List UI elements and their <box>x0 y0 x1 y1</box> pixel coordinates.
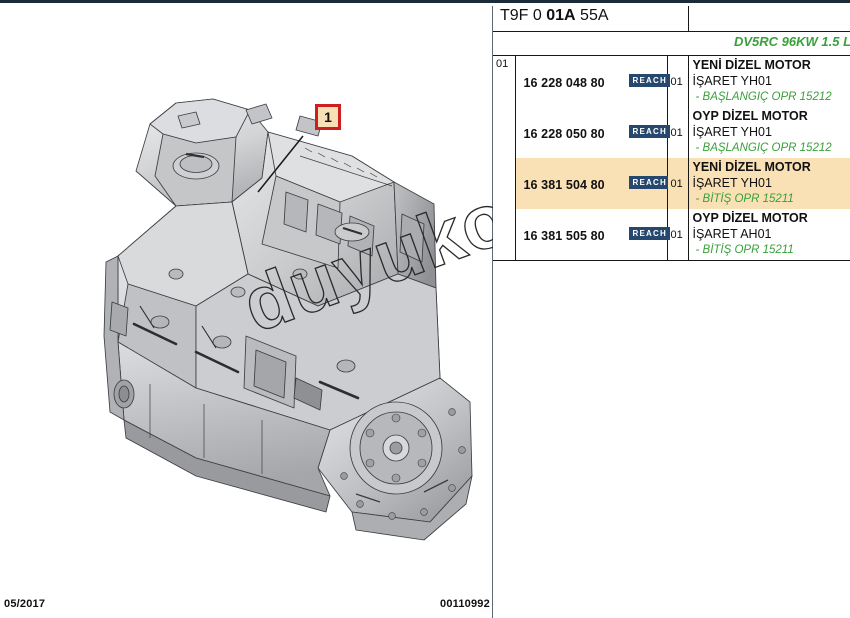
callout-leader-line <box>257 135 304 193</box>
part-note: - BİTİŞ OPR 15211 <box>695 244 794 256</box>
reach-badge: REACH <box>628 176 670 189</box>
part-mark: İŞARET YH01 <box>692 125 772 139</box>
part-reference: 16 228 048 80 <box>523 76 605 90</box>
reference-column: 16 228 048 80 REACH 16 228 050 80 REACH … <box>514 55 670 261</box>
reference-prefix: T9F 0 <box>500 7 547 24</box>
reference-bold: 01A <box>546 7 576 24</box>
engine-designation: DV5RC 96KW 1.5 LT <box>493 31 850 56</box>
callout-marker-1: 1 <box>315 104 341 130</box>
part-reference: 16 381 505 80 <box>523 229 605 243</box>
reference-header-blank-cell <box>687 6 850 32</box>
quantity-value: 01 <box>670 178 683 190</box>
part-mark: İŞARET YH01 <box>692 176 772 190</box>
part-reference: 16 228 050 80 <box>523 127 605 141</box>
reach-badge: REACH <box>628 227 670 240</box>
quantity-value: 01 <box>670 76 683 88</box>
parts-table-pane: T9F 0 01A 55A DV5RC 96KW 1.5 LT 01 16 22… <box>493 6 850 261</box>
part-title: OYP DİZEL MOTOR <box>692 211 808 225</box>
quantity-row: 01 <box>668 107 688 158</box>
table-row[interactable]: 16 381 504 80 REACH <box>515 158 670 209</box>
reference-suffix: 55A <box>575 7 609 24</box>
part-note: - BİTİŞ OPR 15211 <box>695 193 794 205</box>
description-row: OYP DİZEL MOTOR İŞARET YH01 - BAŞLANGIÇ … <box>689 107 850 158</box>
quantity-value: 01 <box>670 229 683 241</box>
table-row[interactable]: 16 228 050 80 REACH <box>516 107 670 158</box>
part-mark: İŞARET AH01 <box>692 227 772 241</box>
pane-divider <box>492 6 493 618</box>
parts-table: T9F 0 01A 55A DV5RC 96KW 1.5 LT 01 16 22… <box>493 6 850 261</box>
table-row[interactable]: 16 381 505 80 REACH <box>516 209 670 260</box>
engine-illustration: 1 duyukoto.com <box>0 6 761 578</box>
description-row: YENİ DİZEL MOTOR İŞARET YH01 - BAŞLANGIÇ… <box>689 56 850 107</box>
part-title: OYP DİZEL MOTOR <box>692 109 808 123</box>
part-reference: 16 381 504 80 <box>523 178 605 192</box>
quantity-row: 01 <box>667 158 688 209</box>
part-mark: İŞARET YH01 <box>692 74 772 88</box>
engine-drawing <box>103 98 473 541</box>
description-row: OYP DİZEL MOTOR İŞARET AH01 - BİTİŞ OPR … <box>689 209 850 260</box>
quantity-row: 01 <box>668 209 688 260</box>
parts-body-row: 01 16 228 048 80 REACH 16 228 050 80 REA… <box>493 55 850 261</box>
description-column: YENİ DİZEL MOTOR İŞARET YH01 - BAŞLANGIÇ… <box>687 55 850 261</box>
description-row: YENİ DİZEL MOTOR İŞARET YH01 - BİTİŞ OPR… <box>688 158 850 209</box>
table-header-reference-row: T9F 0 01A 55A <box>493 6 850 32</box>
part-note: - BAŞLANGIÇ OPR 15212 <box>695 142 832 154</box>
quantity-row: 01 <box>668 56 688 107</box>
part-title: YENİ DİZEL MOTOR <box>692 58 811 72</box>
quantity-value: 01 <box>670 127 683 139</box>
table-row[interactable]: 16 228 048 80 REACH <box>516 56 670 107</box>
reference-code-cell: T9F 0 01A 55A <box>493 6 689 32</box>
footer-document-number: 00110992 <box>440 598 490 610</box>
reach-badge: REACH <box>628 74 670 87</box>
footer-date: 05/2017 <box>4 598 46 610</box>
reach-badge: REACH <box>628 125 670 138</box>
table-header-engine-row: DV5RC 96KW 1.5 LT <box>493 31 850 56</box>
part-title: YENİ DİZEL MOTOR <box>692 160 811 174</box>
quantity-column: 01 01 01 01 <box>666 55 689 261</box>
part-note: - BAŞLANGIÇ OPR 15212 <box>695 91 832 103</box>
item-number-cell: 01 <box>493 55 516 261</box>
